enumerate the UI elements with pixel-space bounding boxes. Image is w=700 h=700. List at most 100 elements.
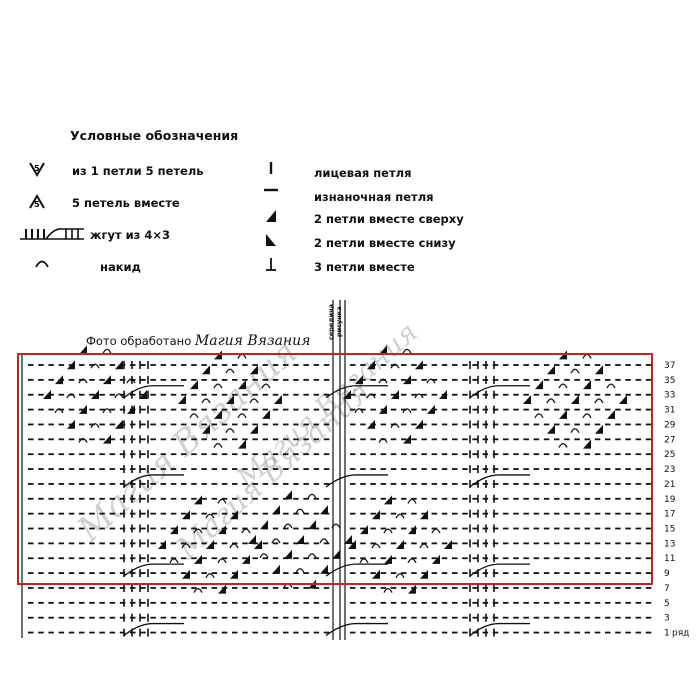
k2tog-mark: [372, 569, 380, 579]
yarn-over-mark: [307, 553, 317, 559]
row-number: 9: [664, 569, 670, 579]
k2tog-mark: [170, 525, 178, 535]
k2tog-mark: [571, 395, 579, 404]
yarn-over-mark: [582, 413, 592, 419]
k2tog-mark: [248, 535, 256, 544]
purl-stitch-icon: [264, 188, 278, 192]
yarn-over-mark: [205, 573, 215, 579]
k2tog-mark: [427, 404, 435, 414]
5-together-icon: 5: [29, 194, 45, 209]
cable-cross: [469, 622, 530, 637]
k3tog-icon: [266, 258, 276, 271]
k2tog-mark: [344, 535, 352, 544]
row-number: 11: [664, 554, 675, 564]
yarn-over-mark: [319, 538, 329, 544]
k2tog-mark: [55, 375, 63, 385]
k2tog-mark: [284, 490, 292, 500]
legend-item-k3tog: 3 петли вместе: [314, 260, 415, 274]
yarn-over-mark: [102, 408, 112, 414]
yarn-over-mark: [193, 587, 203, 593]
legend-item-yarn-over: накид: [100, 260, 141, 274]
k2tog-mark: [308, 520, 316, 530]
yarn-over-mark: [366, 393, 376, 399]
k2tog-mark: [595, 424, 603, 434]
k2tog-mark: [79, 404, 87, 414]
yarn-over-mark: [307, 493, 317, 499]
yarn-over-mark: [189, 413, 199, 419]
k2tog-mark: [320, 505, 328, 515]
yarn-over-mark: [383, 587, 393, 593]
yarn-over-mark: [534, 413, 544, 419]
k2tog-mark: [332, 549, 340, 559]
yarn-over-mark: [66, 393, 76, 399]
cable-cross: [469, 474, 530, 488]
svg-text:5: 5: [34, 164, 40, 173]
k2tog-mark: [432, 554, 440, 564]
k2tog-mark: [254, 540, 262, 549]
yarn-over-mark: [378, 378, 388, 384]
yarn-over-mark: [217, 558, 227, 564]
yarn-over-mark: [402, 408, 412, 414]
yarn-over-mark: [114, 393, 124, 399]
k2tog-mark: [202, 365, 210, 375]
legend-item-cable: жгут из 4×3: [90, 228, 171, 242]
row-number: 7: [664, 584, 670, 594]
k2tog-mark: [379, 404, 387, 414]
row-number: 17: [664, 510, 675, 520]
row-number: 13: [664, 539, 675, 549]
k2tog-mark: [178, 395, 186, 404]
yarn-over-mark: [90, 423, 100, 429]
k2tog-mark: [158, 540, 166, 549]
yarn-over-mark: [378, 437, 388, 443]
k2tog-mark: [139, 390, 147, 399]
yarn-over-mark: [570, 428, 580, 434]
cable-cross: [325, 622, 388, 637]
row-number: 33: [664, 391, 675, 401]
row-number: 19: [664, 495, 676, 505]
k2tog-mark: [619, 395, 627, 404]
k2tog-mark: [559, 409, 567, 419]
credit-brand: Магия Вязания: [194, 333, 311, 349]
k2tog-mark: [372, 510, 380, 520]
yarn-over-mark: [213, 442, 223, 448]
yarn-over-mark: [90, 363, 100, 369]
legend-item-knit: лицевая петля: [314, 166, 412, 180]
yarn-over-mark: [419, 543, 429, 549]
k2tog-mark: [284, 549, 292, 559]
yarn-over-mark: [359, 558, 369, 564]
k2tog-mark: [79, 345, 87, 355]
yarn-over-mark: [249, 398, 259, 404]
k2tog-mark: [367, 419, 375, 429]
k2tog-mark: [607, 409, 615, 419]
legend-item-5-from-1: из 1 петли 5 петель: [72, 164, 204, 178]
k2tog-mark: [408, 525, 416, 535]
yarn-over-mark: [283, 523, 293, 529]
cable-cross: [123, 385, 184, 399]
yarn-over-mark: [558, 442, 568, 448]
cable-4x3-icon: [20, 228, 84, 240]
yarn-over-mark: [205, 513, 215, 519]
k2tog-mark: [384, 554, 392, 564]
yarn-over-mark: [395, 513, 405, 519]
credit-prefix: Фото обработано: [86, 334, 192, 348]
k2tog-mark: [103, 375, 111, 385]
yarn-over-mark: [390, 423, 400, 429]
cable-cross: [123, 622, 184, 637]
yarn-over-mark: [407, 498, 417, 504]
yarn-over-mark: [570, 368, 580, 374]
cable-cross: [469, 563, 530, 577]
k2tog-mark: [439, 390, 447, 399]
k2tog-top-icon: [266, 210, 276, 222]
yarn-over-mark: [54, 408, 64, 414]
k2tog-mark: [384, 495, 392, 505]
yarn-over-mark: [237, 413, 247, 419]
k2tog-mark: [67, 419, 75, 429]
k2tog-mark: [182, 569, 190, 579]
yarn-over-mark: [558, 383, 568, 389]
cable-cross: [325, 474, 388, 488]
k2tog-mark: [408, 584, 416, 594]
k2tog-mark: [103, 434, 111, 444]
yarn-over-mark: [181, 543, 191, 549]
yarn-over-mark: [431, 528, 441, 534]
k2tog-mark: [230, 510, 238, 520]
